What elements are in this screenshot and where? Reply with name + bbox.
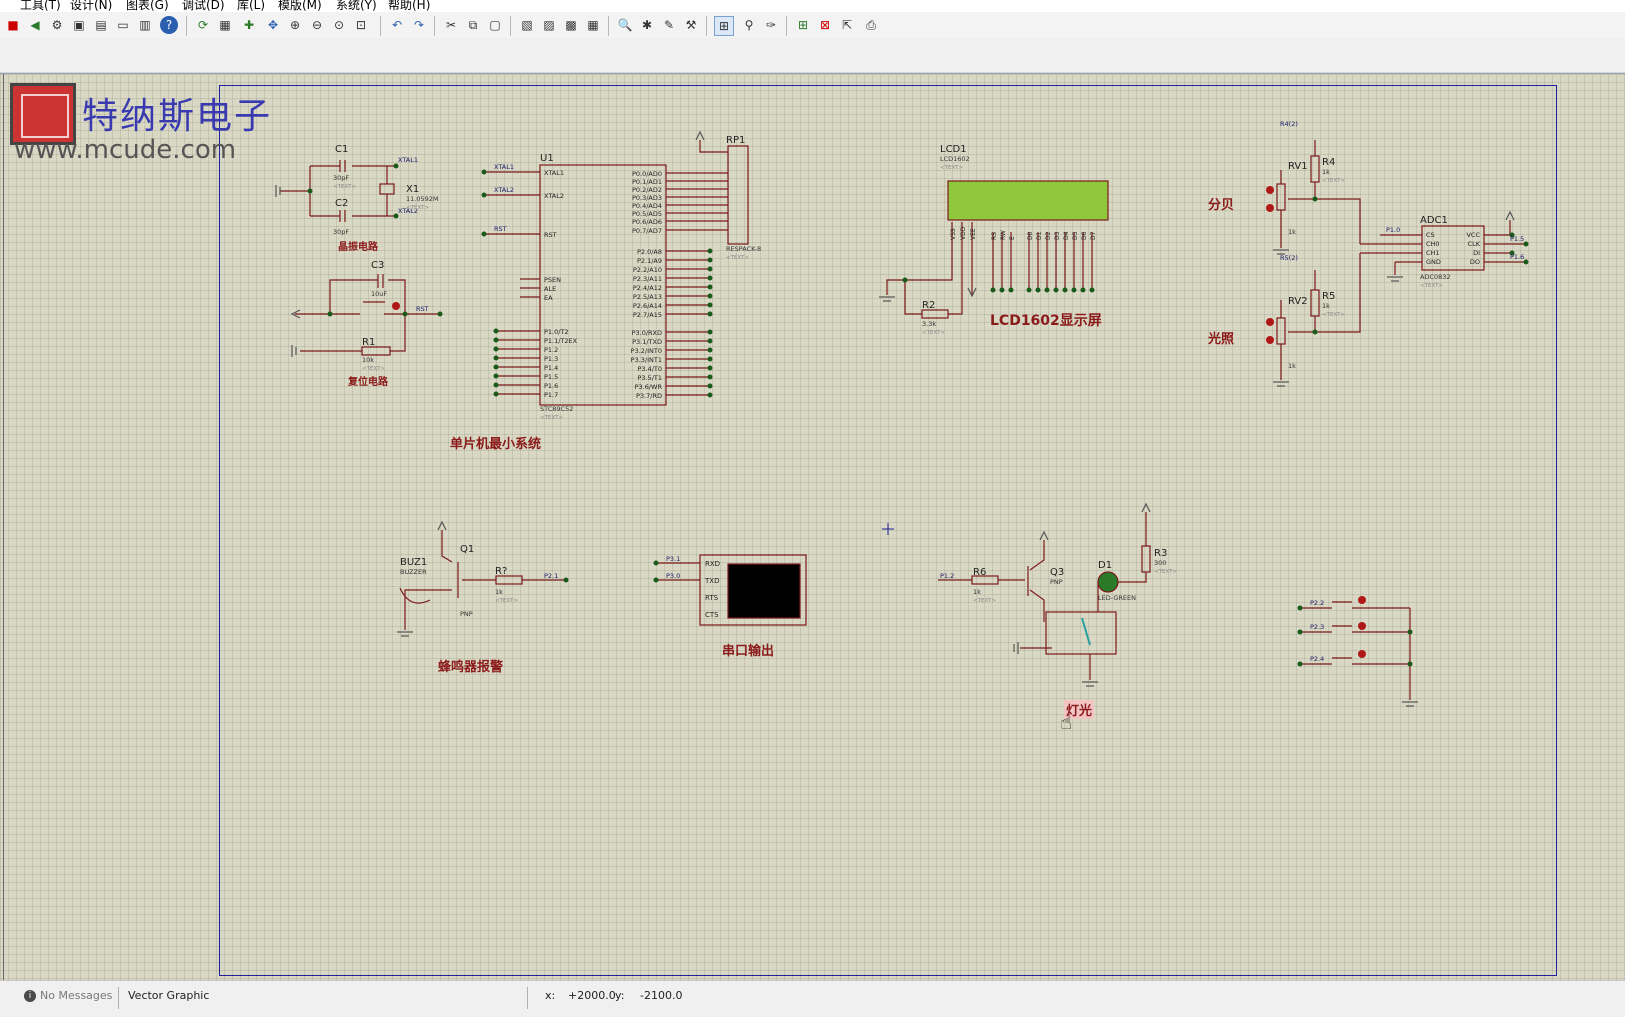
search-icon[interactable]: ⚲ — [744, 18, 754, 32]
canvas-left-edge — [3, 74, 4, 980]
sheet-border — [219, 85, 1557, 976]
menu-design[interactable]: 设计(N) — [70, 0, 113, 12]
light-sensor-label: 光照 — [1208, 332, 1235, 347]
copy-icon[interactable]: ⧉ — [468, 18, 478, 32]
block-delete-icon[interactable]: ▦ — [587, 18, 599, 32]
menu-help[interactable]: 帮助(H) — [388, 0, 431, 12]
status-divider — [527, 987, 528, 1009]
crystal-circuit-label: 晶振电路 — [338, 242, 378, 253]
mcu-system-label: 单片机最小系统 — [450, 437, 542, 452]
wire-autorouter-icon[interactable]: ⊞ — [714, 16, 734, 36]
zoom-out-icon[interactable]: ⊖ — [311, 18, 323, 32]
toolbar-separator — [786, 16, 787, 36]
document-icon[interactable]: ▥ — [139, 18, 151, 32]
status-bar: i No Messages Vector Graphic x: +2000.0 y… — [0, 980, 1625, 1017]
menu-template[interactable]: 模版(M) — [278, 0, 322, 12]
toolbar-separator — [380, 16, 381, 36]
stop-icon[interactable]: ■ — [7, 18, 19, 32]
menu-debug[interactable]: 调试(D) — [182, 0, 225, 12]
menu-bar: 工具(T) 设计(N) 图表(G) 调试(D) 库(L) 模版(M) 系统(Y)… — [0, 0, 1625, 12]
menu-system[interactable]: 系统(Y) — [336, 0, 377, 12]
component-icon[interactable]: ⚙ — [51, 18, 63, 32]
netlist-icon[interactable]: ⎙ — [866, 18, 876, 32]
watermark-logo: 特纳斯电子 www.mcude.com — [10, 83, 270, 165]
toolbar-separator — [434, 16, 435, 36]
refresh-icon[interactable]: ⟳ — [197, 18, 209, 32]
redo-icon[interactable]: ↷ — [413, 18, 425, 32]
save-icon[interactable]: ▣ — [73, 18, 85, 32]
serial-output-label: 串口输出 — [722, 644, 775, 659]
origin-icon[interactable]: ✚ — [243, 18, 255, 32]
menu-graph[interactable]: 图表(G) — [126, 0, 169, 12]
remove-sheet-icon[interactable]: ⊠ — [819, 18, 831, 32]
pick-device-icon[interactable]: 🔍 — [617, 18, 633, 32]
grid-icon[interactable]: ▦ — [219, 18, 231, 32]
coord-x-label: x: — [545, 989, 556, 1002]
message-status[interactable]: i No Messages — [24, 989, 112, 1002]
logo-url-text: www.mcude.com — [14, 135, 237, 165]
buzzer-alarm-label: 蜂鸣器报警 — [438, 660, 504, 675]
package-tool-icon[interactable]: ✎ — [663, 18, 675, 32]
lamp-label[interactable]: 灯光 — [1064, 700, 1095, 719]
chip-logo-icon — [10, 83, 76, 145]
lcd-display-label: LCD1602显示屏 — [990, 313, 1102, 329]
pan-icon[interactable]: ✥ — [267, 18, 279, 32]
main-toolbar: ■ ◀ ⚙ ▣ ▤ ▭ ▥ ? ⟳ ▦ ✚ ✥ ⊕ ⊖ ⊙ ⊡ ↶ ↷ ✂ ⧉ … — [0, 12, 1625, 38]
menu-library[interactable]: 库(L) — [237, 0, 266, 12]
block-move-icon[interactable]: ▨ — [543, 18, 555, 32]
coord-x-value: +2000.0 — [568, 989, 616, 1002]
schematic-canvas[interactable] — [0, 73, 1625, 980]
info-icon: i — [24, 990, 36, 1002]
status-mode: Vector Graphic — [128, 989, 210, 1002]
zoom-in-icon[interactable]: ⊕ — [289, 18, 301, 32]
exit-parent-icon[interactable]: ⇱ — [841, 18, 853, 32]
new-sheet-icon[interactable]: ⊞ — [797, 18, 809, 32]
edit-icon[interactable]: ▭ — [117, 18, 129, 32]
toolbar-separator — [608, 16, 609, 36]
toolbar-separator — [186, 16, 187, 36]
message-status-text: No Messages — [40, 989, 113, 1002]
cut-icon[interactable]: ✂ — [445, 18, 457, 32]
zoom-all-icon[interactable]: ⊙ — [333, 18, 345, 32]
block-copy-icon[interactable]: ▧ — [521, 18, 533, 32]
toolbar-separator — [706, 16, 707, 36]
decompose-icon[interactable]: ⚒ — [685, 18, 697, 32]
coord-y-value: -2100.0 — [640, 989, 683, 1002]
menu-tools[interactable]: 工具(T) — [20, 0, 61, 12]
block-rotate-icon[interactable]: ▩ — [565, 18, 577, 32]
hand-cursor-icon: ☝ — [1060, 710, 1073, 734]
toolbar-area — [0, 38, 1625, 73]
make-device-icon[interactable]: ✱ — [641, 18, 653, 32]
reset-circuit-label: 复位电路 — [348, 377, 388, 388]
help-icon[interactable]: ? — [160, 16, 178, 34]
open-icon[interactable]: ▤ — [95, 18, 107, 32]
logo-brand-text: 特纳斯电子 — [82, 96, 273, 137]
back-icon[interactable]: ◀ — [30, 18, 40, 32]
zoom-area-icon[interactable]: ⊡ — [355, 18, 367, 32]
coord-y-label: y: — [615, 989, 625, 1002]
property-tool-icon[interactable]: ✑ — [765, 18, 777, 32]
toolbar-separator — [510, 16, 511, 36]
paste-icon[interactable]: ▢ — [489, 18, 501, 32]
status-divider — [118, 987, 119, 1009]
undo-icon[interactable]: ↶ — [391, 18, 403, 32]
decibel-label: 分贝 — [1208, 198, 1235, 213]
